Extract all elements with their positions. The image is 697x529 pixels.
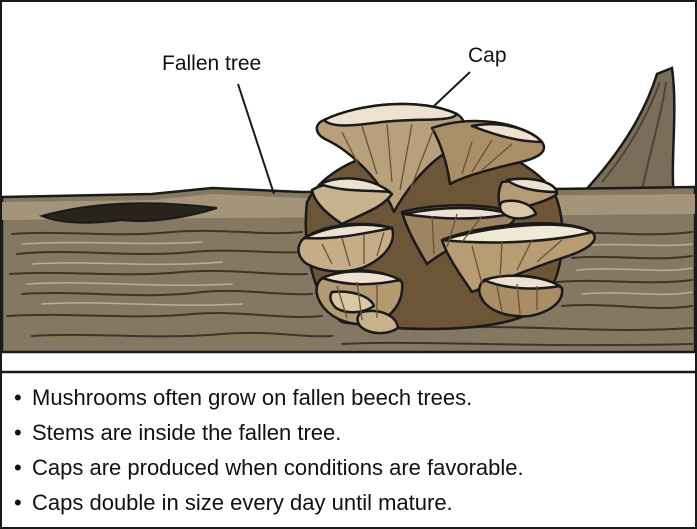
bullet: • [14, 485, 32, 520]
cap-leader [434, 72, 470, 106]
bullet: • [14, 380, 32, 415]
fact-item: •Caps are produced when conditions are f… [14, 450, 524, 485]
mushroom-cluster [299, 104, 595, 333]
fact-text: Caps are produced when conditions are fa… [32, 455, 524, 480]
fact-item: •Caps double in size every day until mat… [14, 485, 524, 520]
log-illustration [2, 2, 695, 374]
fact-item: •Stems are inside the fallen tree. [14, 415, 524, 450]
label-fallen-tree: Fallen tree [162, 52, 261, 76]
bullet: • [14, 415, 32, 450]
branch-stub [582, 68, 674, 197]
fact-text: Caps double in size every day until matu… [32, 490, 453, 515]
bullet: • [14, 450, 32, 485]
fact-item: •Mushrooms often grow on fallen beech tr… [14, 380, 524, 415]
facts-list: •Mushrooms often grow on fallen beech tr… [14, 380, 524, 520]
fact-text: Stems are inside the fallen tree. [32, 420, 341, 445]
label-cap: Cap [468, 44, 507, 68]
fallen-tree-leader [238, 84, 274, 194]
fact-text: Mushrooms often grow on fallen beech tre… [32, 385, 472, 410]
